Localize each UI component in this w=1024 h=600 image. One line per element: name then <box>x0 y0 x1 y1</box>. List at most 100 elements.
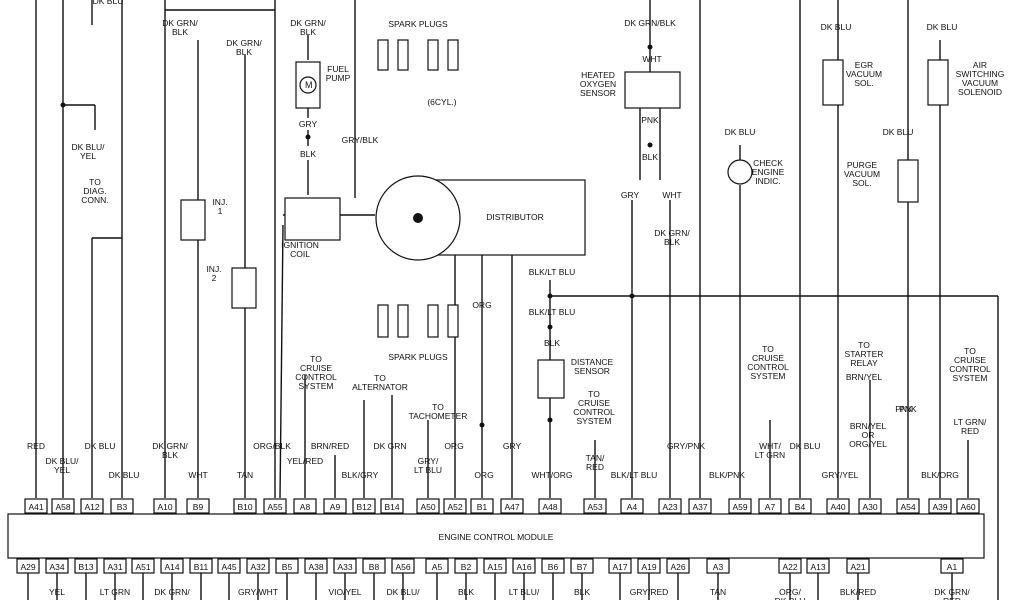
components: M <box>180 39 949 399</box>
distributor-label: DISTRIBUTOR <box>486 212 543 222</box>
ecm-pin-label: B9 <box>193 502 204 512</box>
ecm-title: ENGINE CONTROL MODULE <box>439 532 554 542</box>
ecm-pin-box <box>688 498 712 514</box>
wire-label: DK GRN/BLK <box>290 18 326 37</box>
wire-label: DK BLU <box>725 127 756 137</box>
ecm-pin-label: B10 <box>237 502 252 512</box>
labels: DK BLU DK GRN/BLK DK GRN/BLK DK GRN/BLK DK G… <box>27 0 1004 600</box>
ecm-pin-label: A54 <box>900 502 915 512</box>
ecm-pin-label: A9 <box>330 502 341 512</box>
wire-label: DK GRN/BLK <box>624 18 676 28</box>
ecm-pin-label: A50 <box>420 502 435 512</box>
wire-color-label: GRY/PNK <box>667 441 705 451</box>
ecm-pin-label: A58 <box>55 502 70 512</box>
ecm-pin-box <box>620 498 644 514</box>
ecm-pin-label: A3 <box>713 562 724 572</box>
ecm-pin-label: B11 <box>194 562 209 572</box>
ecm-pin-box <box>352 498 376 514</box>
wire-color-label: RED <box>27 441 45 451</box>
ecm-pin-box <box>186 498 210 514</box>
ecm-pin-label: A38 <box>308 562 323 572</box>
ecm-pin-label: A47 <box>504 502 519 512</box>
wire-label: BLK <box>544 338 560 348</box>
ecm-pin-label: B5 <box>282 562 293 572</box>
ecm-pin-label: A12 <box>84 502 99 512</box>
cylinder-label: (6CYL.) <box>427 97 456 107</box>
wire-color-label: BRN/YEL <box>846 372 883 382</box>
ecm-pin-box <box>788 498 812 514</box>
wire-color-label: GRY/WHT <box>238 587 278 597</box>
ecm-pin-box <box>416 498 440 514</box>
ecm-pin-label: A10 <box>157 502 172 512</box>
ecm-pin-label: B6 <box>548 562 559 572</box>
ecm-pin-label: A17 <box>612 562 627 572</box>
wire-color-label: BLK/RED <box>840 587 876 597</box>
ecm-pin-box <box>928 498 952 514</box>
wire-color-label: GRY <box>503 441 522 451</box>
ecm-pin-label: A39 <box>932 502 947 512</box>
spark-plugs-bottom <box>377 304 459 338</box>
ecm-pin-box <box>500 498 524 514</box>
wire-color-label: GRY/RED <box>630 587 669 597</box>
svg-text:M: M <box>305 80 313 90</box>
wire-label: BLK <box>300 149 316 159</box>
ecm-pin-label: A14 <box>164 562 179 572</box>
ecm-pin-box <box>323 498 347 514</box>
wire-label: GRY <box>299 119 318 129</box>
wire-label: BLK <box>642 152 658 162</box>
wire-color-label: PNK <box>899 404 917 414</box>
wire-label: DK GRN/BLK <box>162 18 198 37</box>
wire-label: DK BLU <box>927 22 958 32</box>
wire-color-label: DK BLU <box>109 470 140 480</box>
ecm-pin-label: A33 <box>337 562 352 572</box>
ecm-pin-label: A16 <box>516 562 531 572</box>
ecm-pin-label: A32 <box>250 562 265 572</box>
ecm-pin-box <box>758 498 782 514</box>
wire-color-label: ORG <box>444 441 463 451</box>
ecm-pin-label: A7 <box>765 502 776 512</box>
spark-plugs-label: SPARK PLUGS <box>388 352 448 362</box>
wire-color-label: YEL/RED <box>287 456 323 466</box>
wire-label: DK BLU <box>883 127 914 137</box>
wire-label: WHT <box>642 54 661 64</box>
wire-color-label: LT BLU/ <box>509 587 540 597</box>
injector-label: INJ.1 <box>212 197 227 216</box>
wire-label: BLK/LT BLU <box>529 307 575 317</box>
wire-label: ORG <box>472 300 491 310</box>
wire-color-label: GRY/YEL <box>822 470 859 480</box>
wire-color-label: ORG/DK BLU <box>775 587 806 600</box>
ecm-pin-label: A56 <box>395 562 410 572</box>
ecm-pin-box <box>51 498 75 514</box>
ecm-pin-box <box>896 498 920 514</box>
ecm-pin-label: B1 <box>477 502 488 512</box>
wire-label: PNK <box>895 404 913 414</box>
ecm-pin-box <box>538 498 562 514</box>
wire-label: PNK <box>641 115 659 125</box>
ecm-pin-label: A40 <box>830 502 845 512</box>
wire-label: DK BLU/YEL <box>71 142 105 161</box>
ecm-pin-box <box>263 498 287 514</box>
ecm-pin-box <box>380 498 404 514</box>
wires <box>35 0 999 600</box>
ecm-pin-label: A22 <box>782 562 797 572</box>
wire-color-label: BLK <box>574 587 590 597</box>
wire-color-label: DK GRN/BLK <box>152 441 188 460</box>
wire-color-label: ORG <box>474 470 493 480</box>
wire-color-label: BLK/PNK <box>709 470 745 480</box>
ecm-pin-box <box>293 498 317 514</box>
ecm-pin-label: B2 <box>461 562 472 572</box>
